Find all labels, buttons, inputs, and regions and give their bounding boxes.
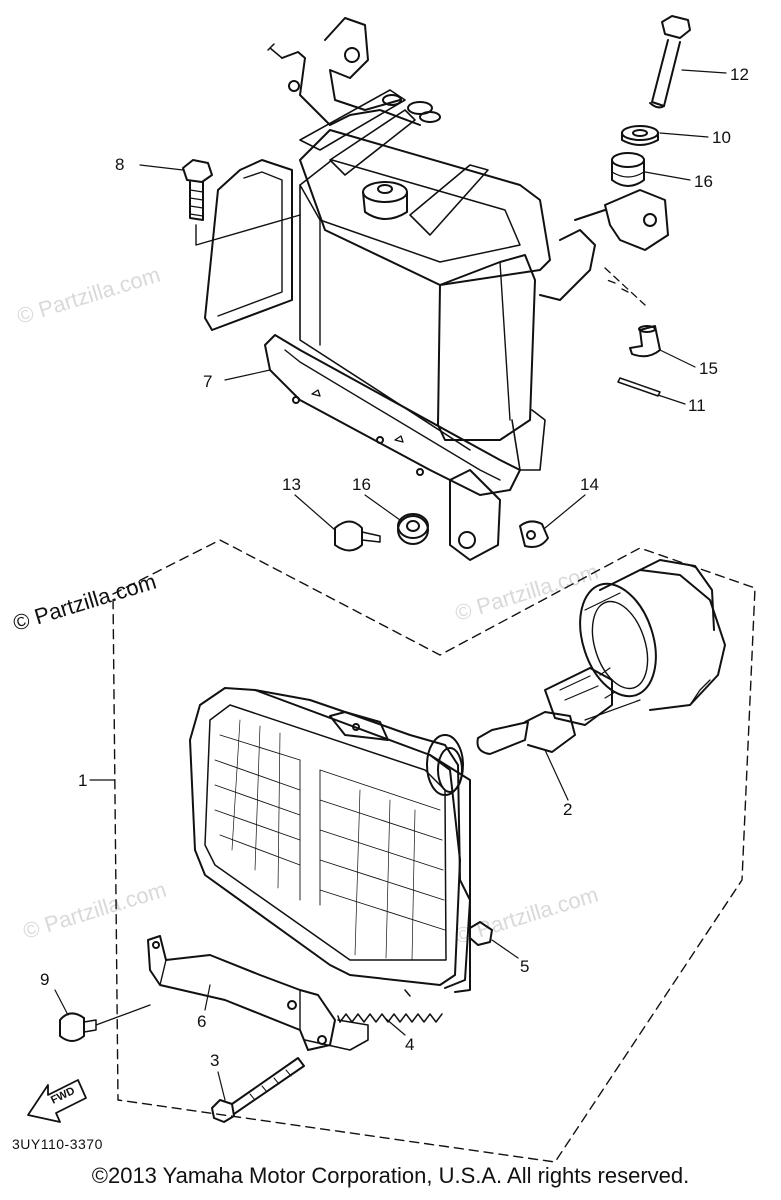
- callout-8: 8: [115, 155, 124, 174]
- washer-10: [621, 125, 659, 146]
- callout-6: 6: [197, 1012, 206, 1031]
- bolt-3: [211, 1057, 305, 1123]
- bulb-2: [476, 667, 616, 755]
- headlight-unit: [189, 687, 471, 993]
- callout-4: 4: [405, 1035, 414, 1054]
- clip-11: [617, 377, 661, 397]
- collar-14: [519, 520, 549, 548]
- callout-14: 14: [580, 475, 599, 494]
- headlight-stay-bracket: [204, 17, 669, 561]
- nut-5: [469, 921, 493, 946]
- fwd-label: FWD: [49, 1085, 77, 1107]
- mounting-bracket-6: [147, 935, 369, 1051]
- leader-lines: [54, 69, 727, 1101]
- callout-11: 11: [688, 396, 706, 415]
- diagram-code: 3UY110-3370: [12, 1136, 103, 1152]
- callout-12: 12: [730, 65, 749, 84]
- bolt-12: [649, 15, 691, 109]
- bolt-13: [334, 520, 381, 552]
- headlight-assembly-boundary: [112, 539, 756, 1163]
- screw-9: [59, 1004, 151, 1042]
- callout-16-lower: 16: [352, 475, 371, 494]
- grommet-16-upper: [611, 152, 645, 187]
- callout-16-upper: 16: [694, 172, 713, 191]
- callout-5: 5: [520, 957, 529, 976]
- callout-9: 9: [40, 970, 49, 989]
- copyright-notice: ©2013 Yamaha Motor Corporation, U.S.A. A…: [91, 1163, 690, 1188]
- bolt-8: [182, 159, 301, 246]
- callout-3: 3: [210, 1051, 219, 1070]
- spring-4: [337, 989, 443, 1023]
- collar-15: [629, 325, 661, 358]
- grommet-16-lower: [397, 513, 429, 545]
- callout-1: 1: [78, 771, 87, 790]
- callout-7: 7: [203, 372, 212, 391]
- socket-cover: [579, 559, 726, 721]
- callout-15: 15: [699, 359, 718, 378]
- callout-2: 2: [563, 800, 572, 819]
- callout-10: 10: [712, 128, 731, 147]
- callout-13: 13: [282, 475, 301, 494]
- fwd-arrow-icon: [27, 1079, 87, 1123]
